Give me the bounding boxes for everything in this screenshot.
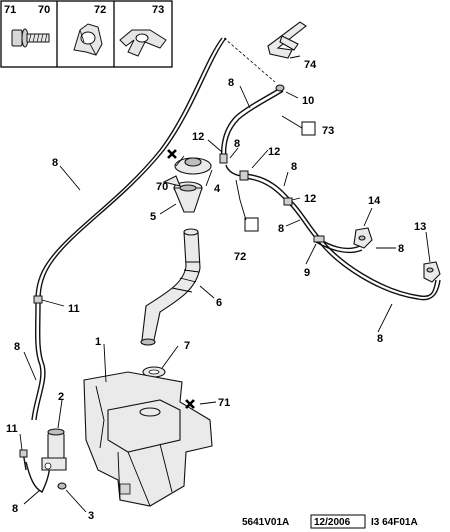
callout-10: 10	[302, 95, 314, 107]
part-6-filler-pipe	[140, 228, 201, 346]
hose-connector-9	[313, 235, 325, 243]
legend-label-73: 73	[152, 4, 164, 16]
callout-5: 5	[150, 211, 156, 223]
part-13-nozzle	[423, 261, 441, 283]
callout-8: 8	[291, 161, 297, 173]
legend-label-72: 72	[94, 4, 106, 16]
hose-connector-11	[19, 449, 28, 458]
callout-8: 8	[14, 341, 20, 353]
hose-connector	[219, 153, 228, 164]
callout-72: 72	[234, 251, 246, 263]
callout-7: 7	[184, 340, 190, 352]
callout-4: 4	[214, 183, 221, 195]
footer-ref-1: 5641V01A	[242, 517, 289, 528]
hose-connector-10	[275, 84, 285, 92]
callout-8: 8	[12, 503, 18, 515]
callout-6: 6	[216, 297, 222, 309]
hose-clip-icon	[73, 23, 103, 56]
pipe-clip-icon	[119, 29, 167, 57]
part-7-seal	[142, 366, 166, 378]
callout-1: 1	[95, 336, 101, 348]
part-3-grommet	[57, 482, 67, 490]
callout-14: 14	[368, 195, 381, 207]
part-2-pump	[41, 428, 67, 471]
part-1-reservoir	[83, 371, 213, 507]
part-14-nozzle	[353, 227, 373, 249]
callout-74: 74	[304, 59, 317, 71]
callout-11: 11	[6, 423, 18, 435]
leader-lines	[19, 55, 431, 513]
callout-8: 8	[377, 333, 383, 345]
callout-2: 2	[58, 391, 64, 403]
bolt-marker-70	[167, 149, 177, 159]
part-4-cap	[174, 157, 212, 175]
bolt-marker-71	[185, 399, 195, 409]
callout-13: 13	[414, 221, 426, 233]
callout-8: 8	[228, 77, 234, 89]
callout-8: 8	[278, 223, 284, 235]
part-74-clip	[267, 21, 307, 59]
clip-marker-73	[301, 121, 316, 136]
legend-label-70: 70	[38, 4, 50, 16]
callout-3: 3	[88, 510, 94, 522]
callout-8: 8	[52, 157, 58, 169]
legend: 71 70 72 73	[0, 0, 173, 68]
hose-connector	[239, 170, 249, 181]
hose-connector	[283, 197, 293, 206]
footer-date: 12/2006	[314, 517, 351, 528]
footer-date-box	[310, 514, 366, 529]
callout-73: 73	[322, 125, 334, 137]
bolt-icon	[11, 28, 50, 48]
callout-9: 9	[304, 267, 310, 279]
clip-marker-72	[244, 217, 259, 232]
callout-8: 8	[234, 138, 240, 150]
legend-label-71: 71	[4, 4, 16, 16]
callout-12: 12	[268, 146, 280, 158]
footer: 5641V01A 12/2006 I3 64F01A	[242, 514, 418, 529]
callouts: 74 10 8 73 12 8 12 8 8 70 4 5 12 72 8 14…	[6, 59, 426, 522]
part-5-filler-neck	[162, 175, 203, 213]
callout-12: 12	[192, 131, 204, 143]
callout-8: 8	[398, 243, 404, 255]
footer-ref-2: I3 64F01A	[371, 517, 418, 528]
hose-connector-11	[33, 295, 43, 304]
callout-11: 11	[68, 303, 80, 315]
callout-70: 70	[156, 181, 168, 193]
callout-71: 71	[218, 397, 230, 409]
callout-12: 12	[304, 193, 316, 205]
